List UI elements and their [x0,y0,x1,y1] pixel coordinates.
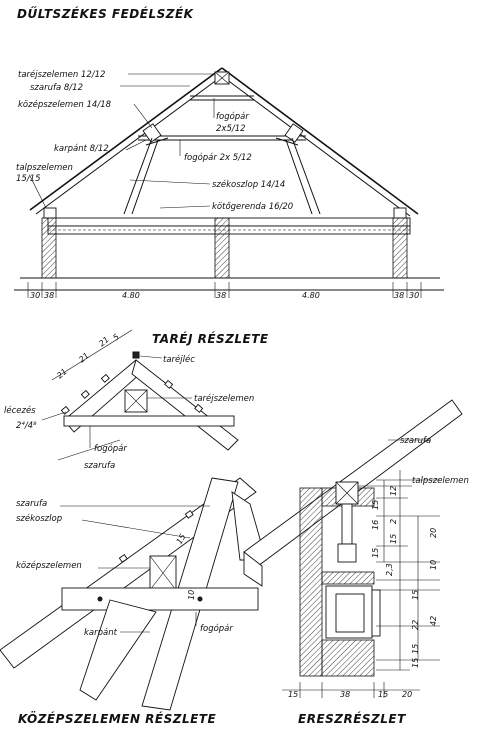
dim-eresz-h1: 15 [288,690,298,699]
eaves-detail-title: ERESZRÉSZLET [298,711,406,726]
left-middle-purlin [142,123,162,143]
eaves-wall [299,487,323,677]
label-talpszelemen: talpszelemen [16,163,73,173]
ridge-detail: TARÉJ RÉSZLETE 21 21 21 5 taréjléc [4,329,269,471]
dim-eresz-v3: 15 [371,548,380,558]
right-wall [392,217,408,279]
dim-eresz-v1: 15 [371,500,380,510]
eaves-label-talpszelemen: talpszelemen [412,476,469,486]
dim-eresz-h3: 15 [378,690,388,699]
center-wall [214,217,230,279]
left-wall-plate [43,207,57,219]
ridge-label-tarejlec: taréjléc [163,354,195,365]
ridge-label-lecezes: lécezés [4,405,36,416]
middle-purlin-detail: KÖZÉPSZELEMEN RÉSZLETE 15 10 szar [0,477,267,726]
dim-ridge-4: 5 [111,332,121,342]
ridge-label-lecezes-size: 2⁴/4⁸ [16,421,37,431]
label-fogopar-mid: fogópár 2x 5/12 [184,152,252,163]
kozep-label-kozepszelemen: középszelemen [16,560,82,571]
dim-main-5: 4.80 [302,291,320,300]
dim-eresz-o2: 10 [429,560,438,570]
label-szarufa: szarufa 8/12 [30,83,83,93]
kozep-label-karpant: karpánt [84,628,118,638]
dim-eresz-v2: 16 [371,520,380,530]
dim-eresz-o1: 20 [429,528,438,538]
label-szekoszlop: székoszlop 14/14 [212,179,285,190]
left-post [123,137,153,215]
ridge-batten [132,351,140,359]
dim-eresz-l1: 2,3 [385,563,394,576]
dim-eresz-m1: 12 [389,486,398,496]
dim-eresz-l4: 15 [411,644,420,654]
dim-eresz-bottom: 15 [411,658,420,668]
ridge-label-tarejszelemen: taréjszelemen [194,393,254,404]
label-fogopar-top-size: 2x5/12 [216,124,246,134]
dim-ridge-1: 21 [55,367,69,380]
middle-purlin-detail-title: KÖZÉPSZELEMEN RÉSZLETE [18,711,216,726]
ridge-detail-title: TARÉJ RÉSZLETE [152,331,269,346]
label-karpant: karpánt 8/12 [54,144,109,154]
right-wall-plate [393,207,407,219]
dim-ridge-2: 21 [77,351,91,364]
dim-eresz-l3: 22 [411,620,420,630]
ridge-label-fogopar: fogópár [94,443,127,454]
main-section: 30 38 4.80 38 4.80 38 30 taréjszelemen 1… [14,67,444,300]
right-post [291,137,321,215]
dim-main-1: 30 [30,291,40,300]
left-wall [41,217,57,279]
label-kotogerenda: kötőgerenda 16/20 [212,202,293,212]
dim-ridge-3: 21 [97,335,111,348]
main-title: DŰLTSZÉKES FEDÉLSZÉK [17,6,195,21]
right-rafter [221,67,419,215]
kozep-label-szarufa: szarufa [16,499,47,509]
kozep-label-fogopar: fogópár [200,623,233,634]
eaves-label-szarufa: szarufa [400,436,431,446]
kozep-label-szekoszlop: székoszlop [16,513,62,524]
label-tarejszelemen: taréjszelemen 12/12 [18,69,105,80]
dim-eresz-m2: 2 [389,519,398,524]
ridge-label-szarufa: szarufa [84,461,115,471]
label-talpszelemen-size: 15/15 [16,174,41,184]
dim-main-2: 38 [44,291,54,300]
dim-eresz-total: 42 [429,616,438,626]
dim-main-7: 30 [409,291,419,300]
dim-main-4: 38 [216,291,226,300]
dim-main-6: 38 [394,291,404,300]
label-kozepszelemen: középszelemen 14/18 [18,99,112,110]
label-fogopar-top: fogópár [216,111,249,122]
right-middle-purlin [284,123,304,143]
dim-kozep-2: 10 [187,590,196,600]
dim-eresz-h4: 20 [402,690,412,699]
dim-eresz-m3: 15 [389,534,398,544]
eaves-detail: ERESZRÉSZLET [243,399,469,726]
dim-main-3: 4.80 [122,291,140,300]
dim-eresz-h2: 38 [340,690,350,699]
dim-eresz-l2: 15 [411,590,420,600]
left-rafter [29,67,223,211]
